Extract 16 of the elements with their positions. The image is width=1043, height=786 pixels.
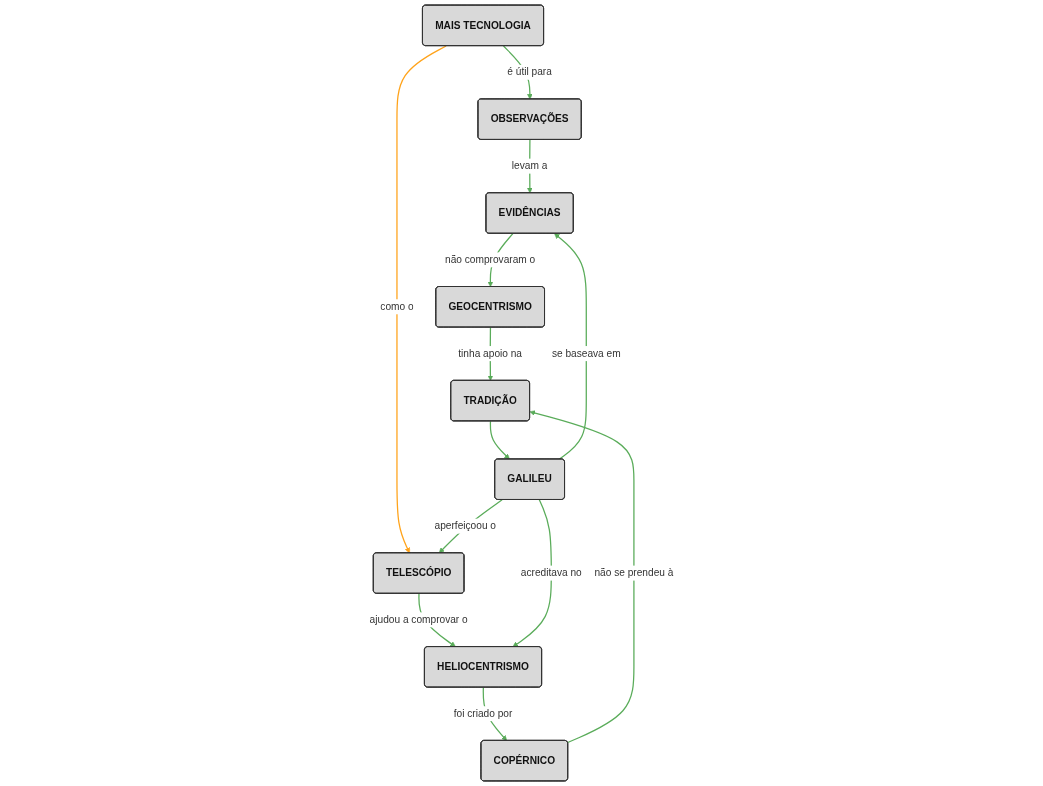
edge-label: tinha apoio na bbox=[458, 348, 523, 359]
arrow bbox=[512, 499, 552, 648]
edge-label: aperfeiçoou o bbox=[434, 520, 496, 532]
arrow bbox=[396, 45, 447, 554]
arrow bbox=[529, 410, 635, 744]
arrow bbox=[489, 420, 510, 460]
edge-label: não comprovaram o bbox=[445, 254, 536, 265]
edge-label: não se prendeu à bbox=[594, 567, 674, 579]
edge-label: se baseava em bbox=[551, 348, 621, 359]
arrow bbox=[554, 233, 587, 460]
edge-label: como o bbox=[380, 301, 414, 312]
edge-label: foi criado por bbox=[453, 708, 513, 719]
edge-label: ajudou a comprovar o bbox=[369, 614, 468, 625]
edge-label: é útil para bbox=[507, 66, 552, 78]
edge-label: levam a bbox=[511, 160, 548, 172]
edge-label: acreditava no bbox=[520, 567, 582, 579]
